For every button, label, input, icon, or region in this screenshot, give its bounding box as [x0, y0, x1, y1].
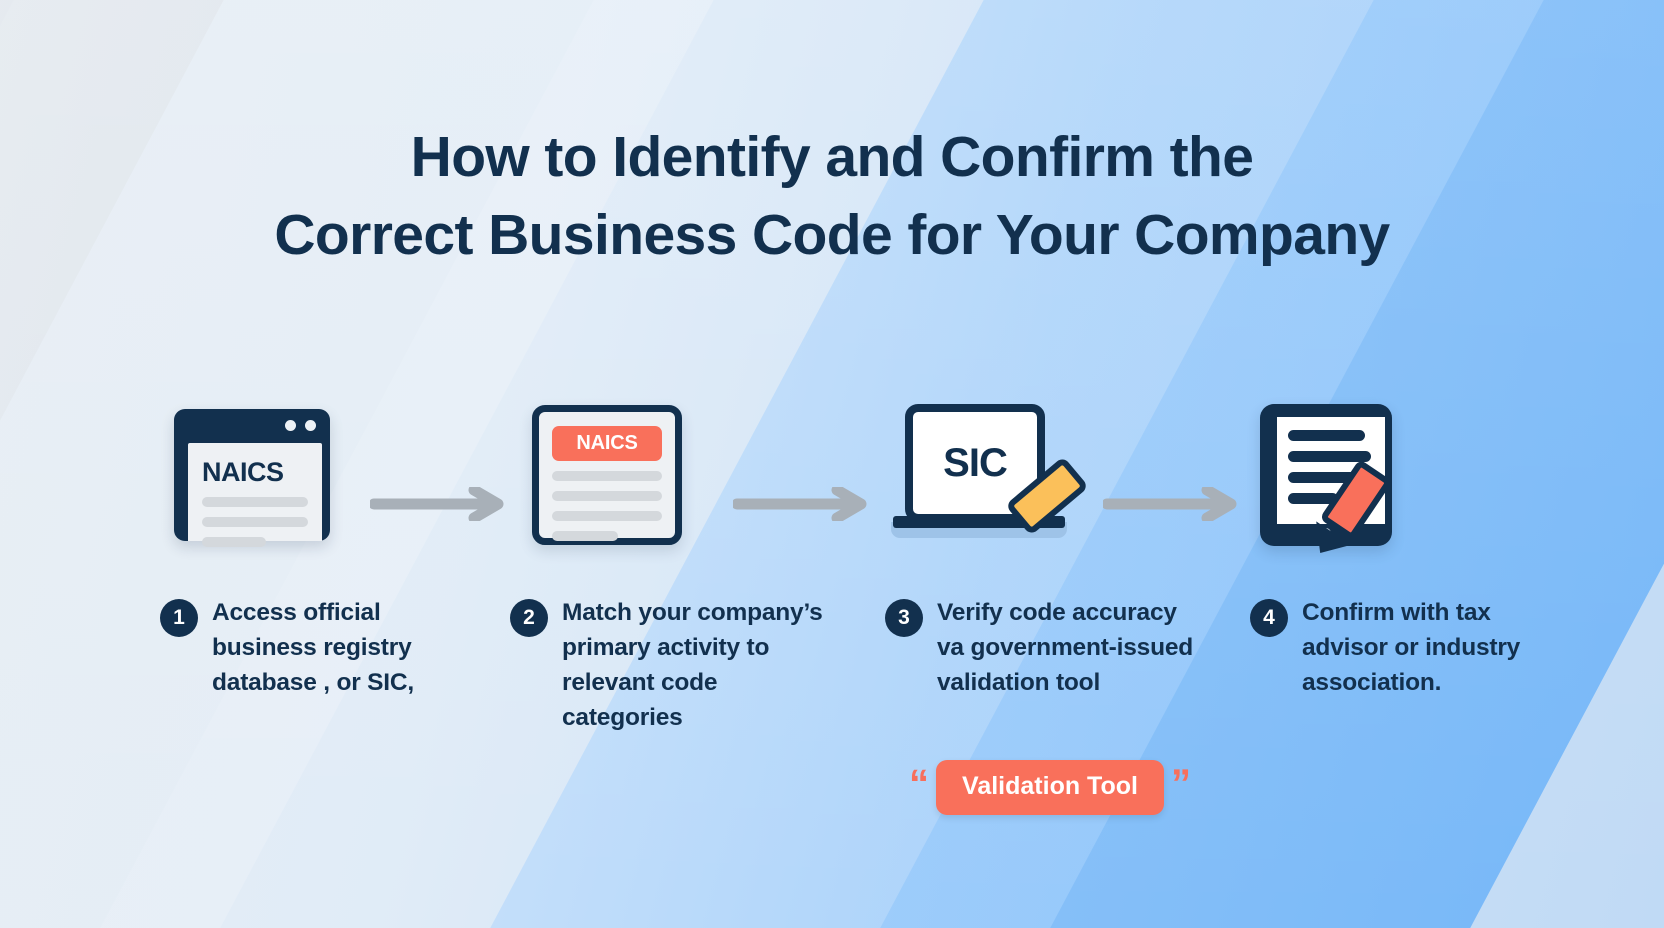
browser-window-page: NAICS [188, 443, 322, 547]
placeholder-line [552, 511, 662, 521]
text-line [1288, 493, 1339, 504]
document-card: NAICS [532, 405, 682, 545]
laptop-graphic: SIC [891, 404, 1089, 549]
placeholder-line [552, 491, 662, 501]
step-3-icon-label: SIC [943, 440, 1008, 485]
step-1-description: Access official business registry databa… [212, 599, 414, 696]
window-dot-icon [285, 420, 296, 431]
step-2-icon-container: NAICS [510, 400, 810, 550]
validation-tool-badge[interactable]: Validation Tool [936, 760, 1164, 815]
browser-window-dots [285, 420, 316, 431]
document-naics-tag-icon: NAICS [510, 400, 810, 550]
placeholder-line [202, 537, 266, 547]
laptop-sic-icon: SIC [885, 400, 1185, 550]
page-title-line-1: How to Identify and Confirm the [410, 125, 1254, 189]
step-1-number-badge: 1 [160, 599, 198, 637]
window-dot-icon [305, 420, 316, 431]
tablet-pencil-icon [1250, 400, 1550, 565]
page-title: How to Identify and Confirm the Correct … [0, 118, 1664, 274]
step-3-caption: 3 Verify code accuracy va government-iss… [885, 595, 1205, 700]
step-1-icon-label: NAICS [202, 457, 284, 487]
placeholder-line [552, 471, 662, 481]
close-quote-mark: ” [1170, 761, 1191, 806]
placeholder-line [552, 531, 618, 541]
step-2-number-badge: 2 [510, 599, 548, 637]
arrow-step2-to-step3 [733, 487, 873, 521]
step-4-number-badge: 4 [1250, 599, 1288, 637]
open-quote-mark: “ [909, 761, 930, 806]
step-1-caption: 1 Access official business registry data… [160, 595, 480, 700]
step-3-description: Verify code accuracy va government-issue… [937, 599, 1194, 696]
step-4-caption: 4 Confirm with tax advisor or industry a… [1250, 595, 1570, 700]
step-4-icon-container [1250, 400, 1550, 565]
arrow-step1-to-step2 [370, 487, 510, 521]
placeholder-line [202, 497, 308, 507]
browser-window-naics-icon: NAICS [160, 400, 460, 550]
arrow-step3-to-step4 [1103, 487, 1243, 521]
placeholder-line [202, 517, 308, 527]
page-title-line-2: Correct Business Code for Your Company [274, 203, 1390, 267]
step-2-description: Match your company’s primary activity to… [562, 599, 823, 731]
text-line [1288, 472, 1358, 483]
step-2-caption: 2 Match your company’s primary activity … [510, 595, 830, 735]
text-line [1288, 430, 1365, 441]
step-2-icon-label: NAICS [552, 426, 662, 461]
step-1-icon-container: NAICS [160, 400, 460, 550]
home-button-icon [1321, 528, 1331, 538]
text-line [1288, 451, 1371, 462]
step-3-number-badge: 3 [885, 599, 923, 637]
validation-tool-callout: “ Validation Tool ” [885, 760, 1215, 815]
step-4-description: Confirm with tax advisor or industry ass… [1302, 599, 1521, 696]
step-3-icon-container: SIC [885, 400, 1185, 550]
browser-window-frame: NAICS [174, 409, 330, 547]
